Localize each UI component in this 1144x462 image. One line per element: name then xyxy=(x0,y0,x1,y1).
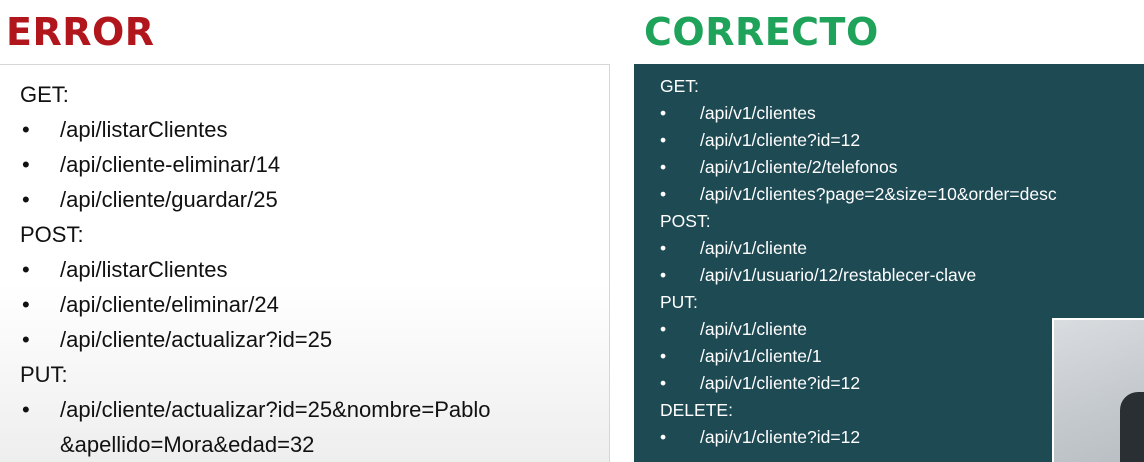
endpoint-path: /api/v1/cliente?id=12 xyxy=(700,130,861,150)
error-heading: ERROR xyxy=(6,10,155,54)
bullet-icon: • xyxy=(22,187,30,212)
endpoint-item: • /api/v1/cliente?id=12 xyxy=(660,424,1144,451)
endpoint-item: • /api/cliente-eliminar/14 xyxy=(20,147,609,182)
bullet-icon: • xyxy=(660,373,667,393)
endpoint-path: /api/v1/cliente xyxy=(700,319,808,339)
endpoint-path: /api/cliente/eliminar/24 xyxy=(60,292,279,317)
endpoint-list: • /api/v1/cliente • /api/v1/usuario/12/res… xyxy=(660,235,1144,289)
endpoint-item: • /api/cliente/guardar/25 xyxy=(20,182,609,217)
bullet-icon: • xyxy=(660,346,667,366)
error-put-section: PUT: • /api/cliente/actualizar?id=25&nomb… xyxy=(20,357,609,462)
presenter-silhouette xyxy=(1120,392,1144,462)
endpoint-item: • /api/v1/cliente xyxy=(660,316,1144,343)
endpoint-item: • /api/cliente/actualizar?id=25 xyxy=(20,322,609,357)
bullet-icon: • xyxy=(660,238,667,258)
endpoint-list: • /api/listarClientes • /api/cliente-elimi… xyxy=(20,112,609,217)
bullet-icon: • xyxy=(22,257,30,282)
endpoint-item: • /api/v1/cliente/1 xyxy=(660,343,1144,370)
bullet-icon: • xyxy=(660,184,667,204)
endpoint-list: • /api/v1/cliente • /api/v1/cliente/1 • /ap… xyxy=(660,316,1144,397)
bullet-icon: • xyxy=(660,157,667,177)
endpoint-path: /api/cliente/guardar/25 xyxy=(60,187,278,212)
endpoint-list: • /api/cliente/actualizar?id=25&nombre=Pa… xyxy=(20,392,609,462)
bullet-icon: • xyxy=(22,327,30,352)
endpoint-path: /api/listarClientes xyxy=(60,117,228,142)
endpoint-item: • /api/v1/clientes xyxy=(660,100,1144,127)
bullet-icon: • xyxy=(660,130,667,150)
correct-delete-section: DELETE: • /api/v1/cliente?id=12 xyxy=(660,397,1144,451)
method-label-put: PUT: xyxy=(20,362,68,387)
error-get-section: GET: • /api/listarClientes • /api/cliente-… xyxy=(20,77,609,217)
webcam-overlay xyxy=(1052,318,1144,462)
endpoint-path: /api/v1/cliente/1 xyxy=(700,346,822,366)
endpoint-path: /api/cliente/actualizar?id=25&nombre=Pab… xyxy=(60,397,491,422)
endpoint-item: • /api/listarClientes xyxy=(20,252,609,287)
correct-put-section: PUT: • /api/v1/cliente • /api/v1/cliente/1… xyxy=(660,289,1144,397)
endpoint-path: /api/v1/cliente?id=12 xyxy=(700,373,861,393)
endpoint-item: • /api/v1/usuario/12/restablecer-clave xyxy=(660,262,1144,289)
endpoint-path: /api/listarClientes xyxy=(60,257,228,282)
correct-get-section: GET: • /api/v1/clientes • /api/v1/cliente?… xyxy=(660,73,1144,208)
bullet-icon: • xyxy=(660,427,667,447)
endpoint-path: /api/cliente/actualizar?id=25 xyxy=(60,327,333,352)
bullet-icon: • xyxy=(22,117,30,142)
error-post-section: POST: • /api/listarClientes • /api/cliente… xyxy=(20,217,609,357)
method-label-delete: DELETE: xyxy=(660,400,733,420)
method-label-get: GET: xyxy=(660,76,699,96)
bullet-icon: • xyxy=(22,292,30,317)
endpoint-path: /api/v1/clientes xyxy=(700,103,816,123)
endpoint-item: • /api/v1/cliente/2/telefonos xyxy=(660,154,1144,181)
endpoint-path: /api/v1/cliente?id=12 xyxy=(700,427,861,447)
correct-post-section: POST: • /api/v1/cliente • /api/v1/usuario/… xyxy=(660,208,1144,289)
endpoint-path: /api/v1/cliente xyxy=(700,238,808,258)
endpoint-item: • /api/v1/cliente xyxy=(660,235,1144,262)
method-label-post: POST: xyxy=(20,222,84,247)
endpoint-item: • /api/listarClientes xyxy=(20,112,609,147)
method-label-get: GET: xyxy=(20,82,69,107)
bullet-icon: • xyxy=(22,397,30,422)
bullet-icon: • xyxy=(660,265,667,285)
endpoint-item: • /api/v1/cliente?id=12 xyxy=(660,127,1144,154)
correct-endpoints-panel: GET: • /api/v1/clientes • /api/v1/cliente?… xyxy=(634,64,1144,462)
endpoint-list: • /api/v1/clientes • /api/v1/cliente?id=12… xyxy=(660,100,1144,208)
endpoint-path: /api/cliente-eliminar/14 xyxy=(60,152,281,177)
endpoint-item: • /api/cliente/eliminar/24 xyxy=(20,287,609,322)
endpoint-path-continuation: &apellido=Mora&edad=32 xyxy=(60,432,315,457)
error-endpoints-panel: GET: • /api/listarClientes • /api/cliente-… xyxy=(0,64,610,462)
endpoint-path: /api/v1/clientes?page=2&size=10&order=de… xyxy=(700,184,1057,204)
endpoint-item: • /api/cliente/actualizar?id=25&nombre=Pa… xyxy=(20,392,609,462)
endpoint-list: • /api/v1/cliente?id=12 xyxy=(660,424,1144,451)
endpoint-list: • /api/listarClientes • /api/cliente/elimi… xyxy=(20,252,609,357)
endpoint-path: /api/v1/usuario/12/restablecer-clave xyxy=(700,265,977,285)
method-label-post: POST: xyxy=(660,211,711,231)
endpoint-item: • /api/v1/cliente?id=12 xyxy=(660,370,1144,397)
endpoint-path: /api/v1/cliente/2/telefonos xyxy=(700,157,898,177)
bullet-icon: • xyxy=(660,103,667,123)
bullet-icon: • xyxy=(660,319,667,339)
bullet-icon: • xyxy=(22,152,30,177)
endpoint-item: • /api/v1/clientes?page=2&size=10&order=d… xyxy=(660,181,1144,208)
correct-heading: CORRECTO xyxy=(644,10,879,54)
method-label-put: PUT: xyxy=(660,292,698,312)
